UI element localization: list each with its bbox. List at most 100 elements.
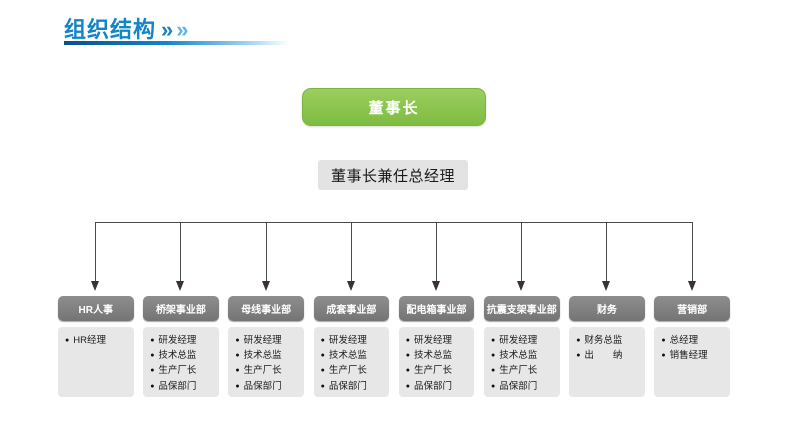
bullet-icon: ●: [65, 337, 70, 344]
department-member-list: ●研发经理●技术总监●生产厂长●品保部门: [143, 327, 219, 397]
member-label: 品保部门: [499, 380, 538, 392]
member-label: 技术总监: [243, 350, 282, 362]
title-underline: [64, 41, 290, 45]
member-label: 销售经理: [669, 350, 708, 362]
member-label: 技术总监: [328, 350, 367, 362]
arrow-down-icon: [261, 281, 270, 291]
connector-vertical-line: [350, 222, 352, 282]
member-item: ●生产厂长: [321, 363, 386, 378]
bullet-icon: ●: [320, 367, 325, 375]
department-member-list: ●HR经理: [58, 327, 134, 397]
member-item: ●品保部门: [150, 379, 215, 394]
member-item: ●品保部门: [321, 379, 386, 394]
member-item: ●技术总监: [150, 348, 215, 363]
member-label: 出 纳: [584, 350, 623, 362]
member-item: ●HR经理: [65, 333, 130, 348]
department-box: 抗震支架事业部: [484, 296, 560, 321]
member-label: 生产厂长: [158, 365, 197, 377]
member-item: ●研发经理: [235, 333, 300, 348]
arrow-down-icon: [602, 281, 611, 291]
chevron-right-icon: »: [161, 17, 174, 42]
connector-horizontal-line: [96, 222, 692, 223]
member-item: ●品保部门: [235, 379, 300, 394]
department-member-list: ●总经理●销售经理: [654, 327, 730, 397]
member-label: 技术总监: [414, 350, 453, 362]
member-item: ●技术总监: [406, 348, 471, 363]
member-item: ●研发经理: [150, 333, 215, 348]
member-label: 生产厂长: [328, 365, 367, 377]
connector-vertical-line: [265, 222, 267, 282]
arrow-down-icon: [176, 281, 185, 291]
bullet-icon: ●: [235, 367, 240, 375]
arrow-down-icon: [432, 281, 441, 291]
member-label: 研发经理: [158, 335, 197, 346]
department-member-list: ●研发经理●技术总监●生产厂长●品保部门: [313, 327, 390, 397]
bullet-icon: ●: [320, 337, 325, 344]
member-item: ●销售经理: [661, 348, 726, 363]
member-item: ●研发经理: [406, 333, 471, 348]
department-member-list: ●研发经理●技术总监●生产厂长●品保部门: [398, 327, 475, 397]
member-label: 技术总监: [158, 350, 197, 362]
department-box: 财务: [569, 296, 645, 321]
bullet-icon: ●: [150, 382, 155, 390]
bullet-icon: ●: [491, 367, 496, 375]
department-member-list: ●研发经理●技术总监●生产厂长●品保部门: [228, 327, 304, 397]
member-item: ●生产厂长: [235, 363, 300, 378]
connector-vertical-line: [691, 222, 693, 282]
bullet-icon: ●: [405, 352, 411, 360]
member-label: 总经理: [669, 335, 699, 346]
member-label: 品保部门: [243, 380, 282, 392]
member-label: 研发经理: [243, 335, 282, 346]
bullet-icon: ●: [576, 352, 581, 360]
member-label: 生产厂长: [243, 365, 282, 377]
bullet-icon: ●: [405, 382, 411, 390]
department-box: 成套事业部: [313, 296, 390, 321]
member-label: 生产厂长: [499, 365, 538, 377]
page-title: 组织结构 » »: [64, 12, 189, 44]
connector-vertical-line: [95, 222, 97, 282]
arrow-down-icon: [687, 281, 696, 291]
member-item: ●生产厂长: [150, 363, 215, 378]
connector-vertical-line: [180, 222, 182, 282]
connector-vertical-line: [521, 222, 523, 282]
bullet-icon: ●: [320, 382, 325, 390]
member-label: 研发经理: [414, 335, 453, 346]
department-box: 母线事业部: [228, 296, 304, 321]
bullet-icon: ●: [150, 367, 155, 375]
chairman-box: 董事长: [302, 88, 486, 126]
department-member-list: ●财务总监●出 纳: [569, 327, 645, 397]
bullet-icon: ●: [491, 382, 496, 390]
member-item: ●技术总监: [321, 348, 386, 363]
member-label: 研发经理: [328, 335, 367, 346]
bullet-icon: ●: [661, 337, 666, 344]
member-label: 品保部门: [414, 380, 453, 392]
member-label: 生产厂长: [414, 365, 453, 377]
connector-vertical-line: [606, 222, 608, 282]
bullet-icon: ●: [405, 337, 411, 344]
member-item: ●出 纳: [576, 348, 641, 363]
member-label: 技术总监: [499, 350, 538, 362]
bullet-icon: ●: [405, 367, 411, 375]
member-label: 财务总监: [584, 335, 623, 346]
arrow-down-icon: [346, 281, 355, 291]
bullet-icon: ●: [320, 352, 325, 360]
arrow-down-icon: [517, 281, 526, 291]
member-item: ●技术总监: [491, 348, 556, 363]
bullet-icon: ●: [576, 337, 581, 344]
member-item: ●财务总监: [576, 333, 641, 348]
bullet-icon: ●: [491, 337, 496, 344]
department-member-list: ●研发经理●技术总监●生产厂长●品保部门: [484, 327, 560, 397]
member-item: ●总经理: [661, 333, 726, 348]
department-box: HR人事: [58, 296, 134, 321]
connector-vertical-line: [436, 222, 438, 282]
title-text: 组织结构: [64, 17, 157, 42]
bullet-icon: ●: [235, 352, 240, 360]
bullet-icon: ●: [150, 337, 155, 344]
arrow-down-icon: [91, 281, 100, 291]
department-box: 配电箱事业部: [398, 296, 475, 321]
member-label: 品保部门: [328, 380, 367, 392]
department-box: 桥架事业部: [143, 296, 219, 321]
member-item: ●技术总监: [235, 348, 300, 363]
bullet-icon: ●: [661, 352, 666, 360]
